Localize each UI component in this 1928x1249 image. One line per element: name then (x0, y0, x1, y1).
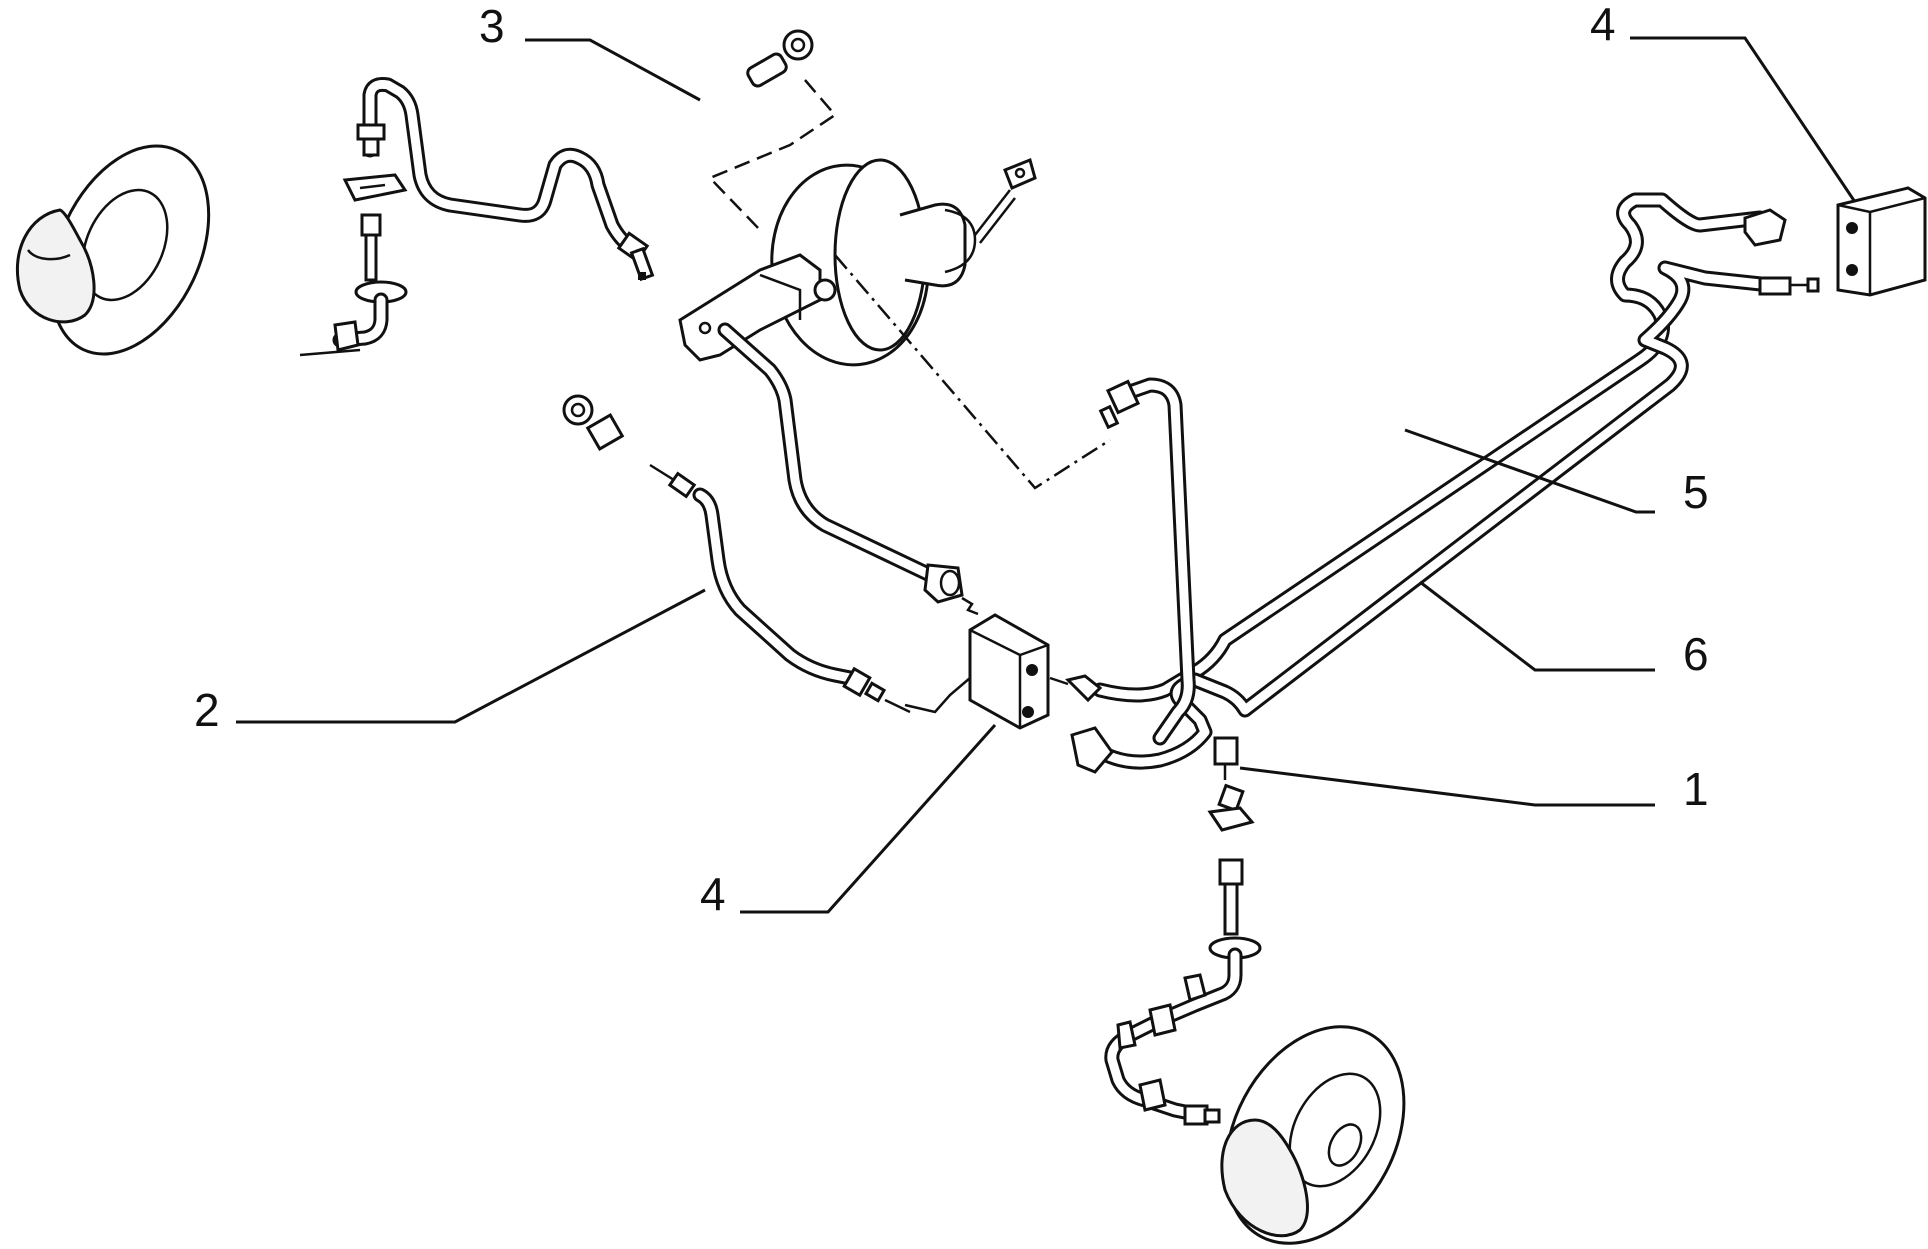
callout-6: 6 (1683, 628, 1709, 680)
front-right-brake-disc (1220, 1025, 1406, 1245)
leader-3 (525, 38, 701, 102)
dashed-guide-line-top (707, 79, 837, 231)
top-right-junction-block (1836, 186, 1927, 297)
brake-booster (770, 157, 1037, 367)
long-pipe-from-booster (1122, 377, 1196, 746)
brake-pipe-6 (1082, 260, 1778, 770)
leader-4-top-right (1630, 36, 1857, 203)
right-pipe-end-fittings (1743, 208, 1820, 296)
booster-mounting-bracket (678, 253, 837, 362)
pipe-2-fittings (562, 394, 911, 714)
leader-1 (1239, 766, 1655, 807)
brake-pipe-3 (362, 77, 640, 256)
front-right-hose-fittings (1104, 783, 1262, 1126)
pipe-3-end-fitting (616, 231, 655, 282)
callout-2: 2 (194, 684, 220, 736)
dash-dot-guide-line (834, 254, 1111, 490)
callout-5: 5 (1683, 466, 1709, 518)
leader-2 (236, 588, 706, 724)
brake-pipe-center (717, 322, 938, 583)
leader-4-bottom (740, 724, 997, 914)
booster-connector-top (746, 29, 814, 88)
brake-pipe-5 (1092, 192, 1768, 703)
center-junction-block (904, 613, 1050, 730)
front-left-hose-fittings (299, 123, 408, 357)
front-left-brake-disc (15, 144, 211, 356)
callout-4-top-right: 4 (1590, 0, 1616, 50)
callout-1: 1 (1683, 763, 1709, 815)
callout-4-bottom: 4 (700, 868, 726, 920)
center-pipe-nut (923, 563, 979, 616)
leader-6 (1419, 580, 1655, 672)
callout-3: 3 (479, 0, 505, 52)
pipe-nuts-center-right (1049, 379, 1239, 780)
leader-5 (1404, 428, 1655, 514)
brake-pipe-2 (692, 487, 868, 688)
